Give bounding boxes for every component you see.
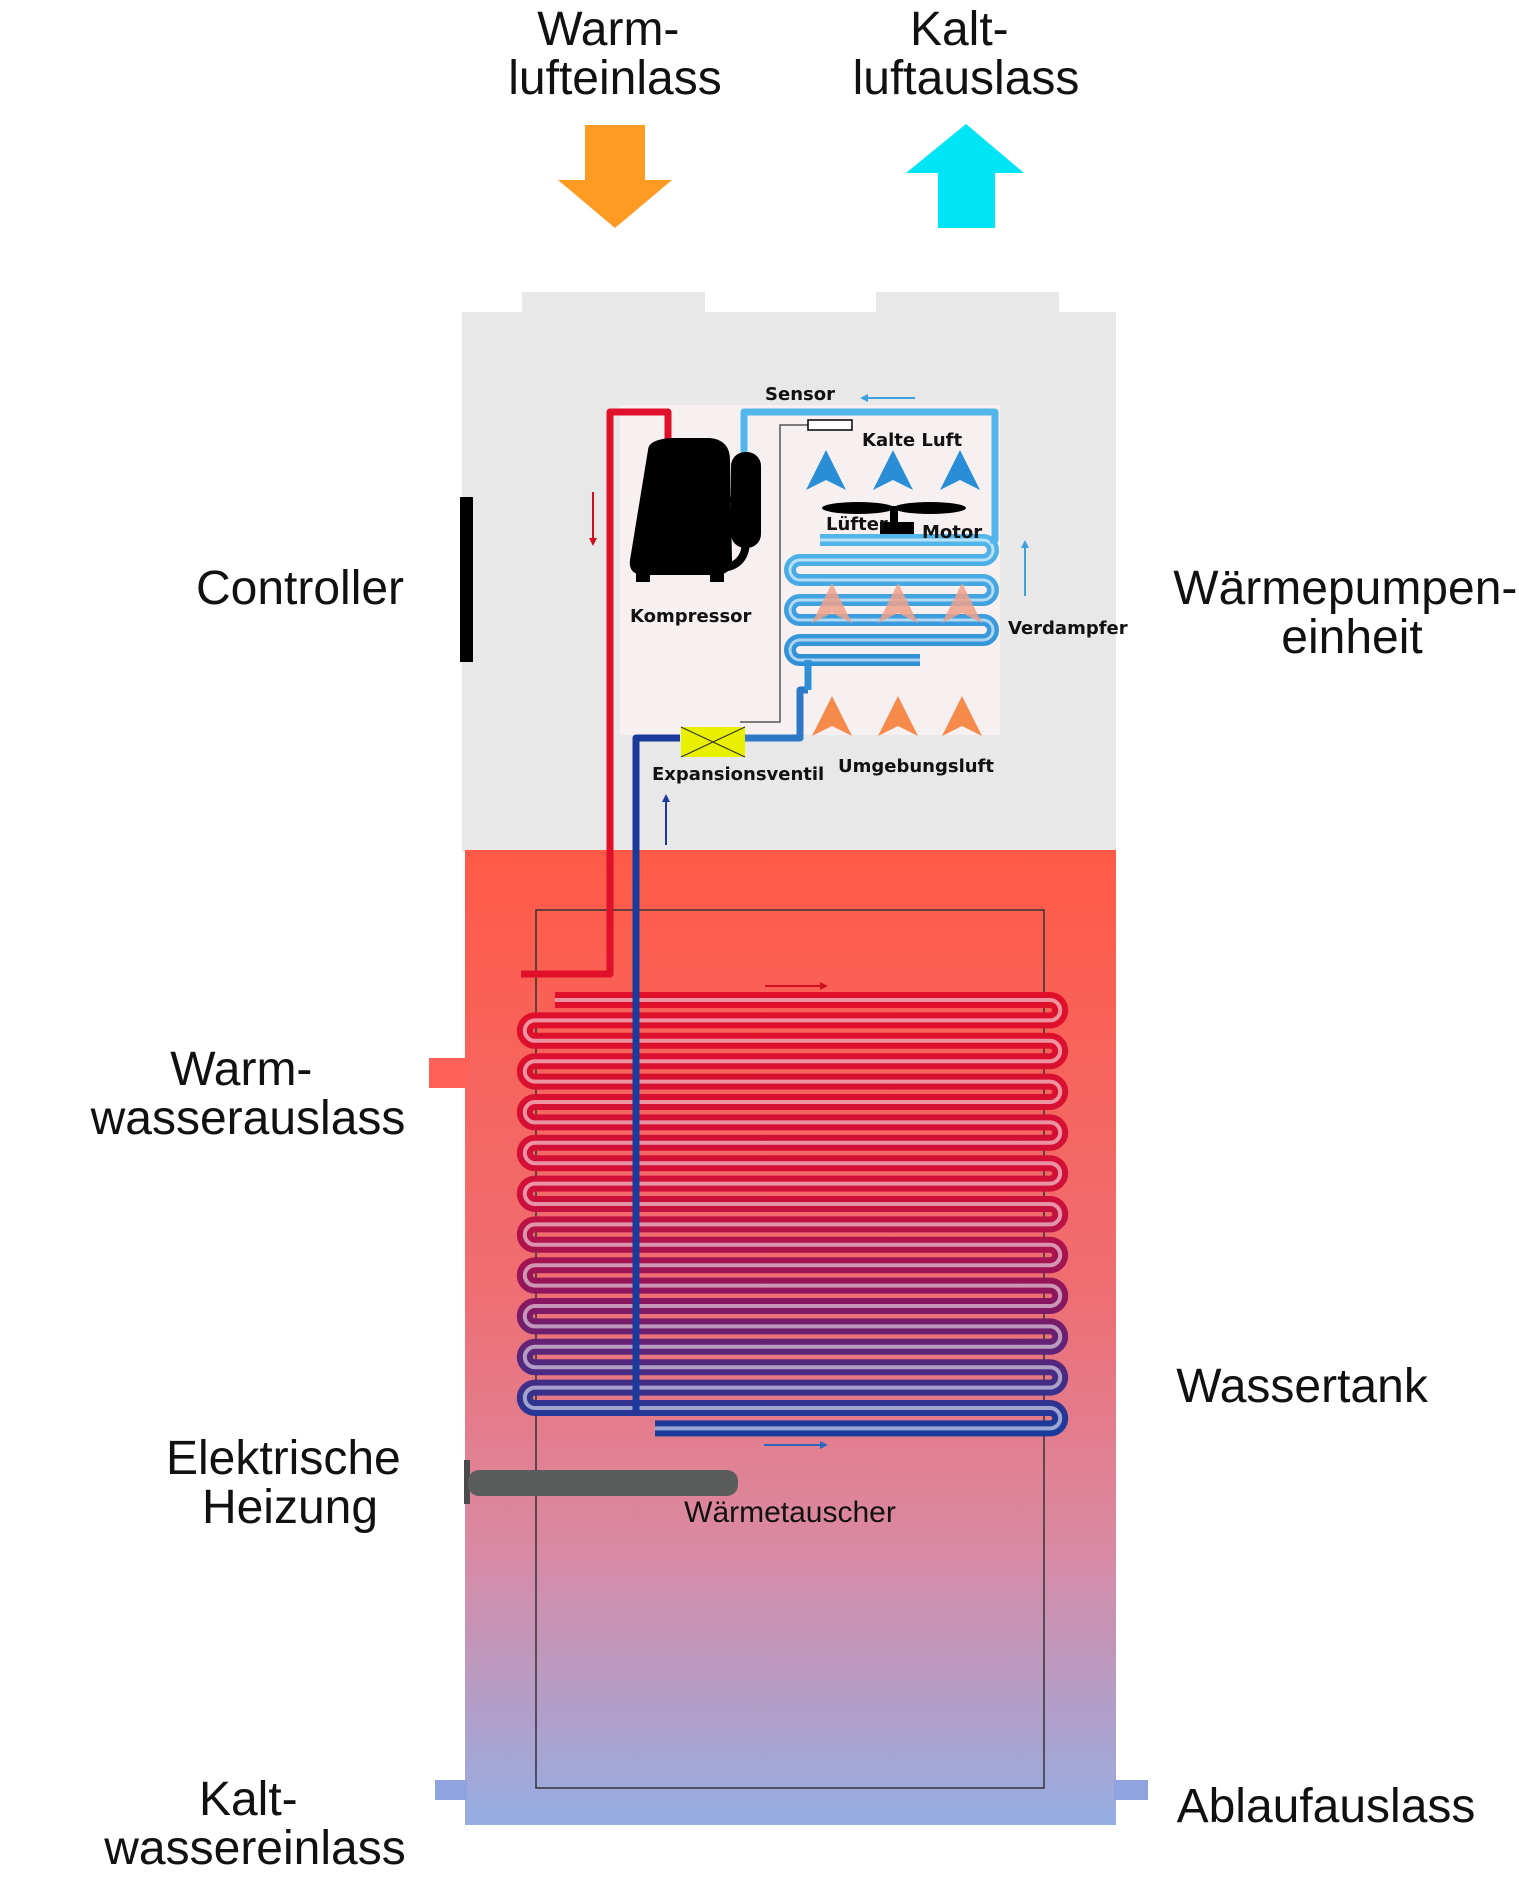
compressor-label: Kompressor (630, 606, 752, 627)
cold-air-label: Kalte Luft (862, 430, 962, 451)
motor-label: Motor (922, 522, 982, 543)
suction-line (740, 408, 999, 544)
warm-air-chevron-evaporator (812, 583, 852, 623)
cold-water-inlet-port (435, 1780, 467, 1800)
ambient-air-chevron (878, 696, 918, 736)
fan-assembly (822, 502, 966, 534)
electric-heater (464, 1460, 738, 1504)
cold-water-inlet-label: Kalt- wassereinlass (103, 1773, 405, 1875)
electric-heater-label: Elektrische Heizung (166, 1432, 414, 1534)
drain-outlet-port (1114, 1780, 1148, 1800)
warm-air-inlet-label: Warm- lufteinlass (508, 3, 721, 105)
fan-label: Lüfter (826, 514, 888, 535)
cold-air-outlet-label: Kalt- luftauslass (853, 3, 1080, 105)
evaporator-label: Verdampfer (1008, 618, 1128, 639)
heat-exchanger-coil (516, 992, 1069, 1437)
heat-pump-unit-label: Wärmepumpen- einheit (1173, 562, 1519, 664)
controller-panel (460, 497, 473, 662)
water-tank-label: Wassertank (1176, 1360, 1429, 1413)
warm-air-chevron-evaporator (878, 583, 918, 623)
ambient-air-chevron (812, 696, 852, 736)
flow-arrow-right-top (765, 982, 828, 990)
flow-arrow-up-return (662, 794, 670, 845)
heat-exchanger-label: Wärmetauscher (684, 1496, 896, 1529)
expansion-valve (680, 726, 746, 758)
refrigerant-hot-pipe (521, 408, 672, 978)
ambient-air-chevron (942, 696, 982, 736)
flow-direction-arrows (589, 394, 1029, 1449)
warm-water-outlet-port (429, 1058, 467, 1088)
controller-label: Controller (196, 562, 404, 615)
cold-air-chevron (806, 450, 846, 490)
warm-water-outlet-label: Warm- wasserauslass (90, 1043, 406, 1145)
ambient-air-label: Umgebungsluft (838, 756, 994, 777)
refrigerant-return-pipe (632, 686, 808, 1410)
flow-arrow-up-evaporator (1021, 540, 1029, 596)
flow-arrow-left (860, 394, 915, 402)
cold-air-outlet-arrow (906, 124, 1024, 228)
air-flow-arrows (806, 450, 982, 736)
flow-arrow-down (589, 492, 597, 546)
flow-arrow-right-bottom (764, 1441, 828, 1449)
cold-air-chevron (873, 450, 913, 490)
warm-air-chevron-evaporator (942, 583, 982, 623)
coil-tube-highlight (522, 998, 1063, 1431)
sensor (807, 419, 853, 431)
drain-outlet-label: Ablaufauslass (1177, 1780, 1476, 1833)
sensor-label: Sensor (765, 384, 835, 405)
expansion-valve-label: Expansionsventil (652, 764, 824, 785)
heat-pump-housing (462, 292, 1116, 852)
warm-air-inlet-arrow (558, 125, 672, 228)
motor (880, 522, 914, 534)
compressor (629, 438, 761, 582)
cold-air-chevron (940, 450, 980, 490)
